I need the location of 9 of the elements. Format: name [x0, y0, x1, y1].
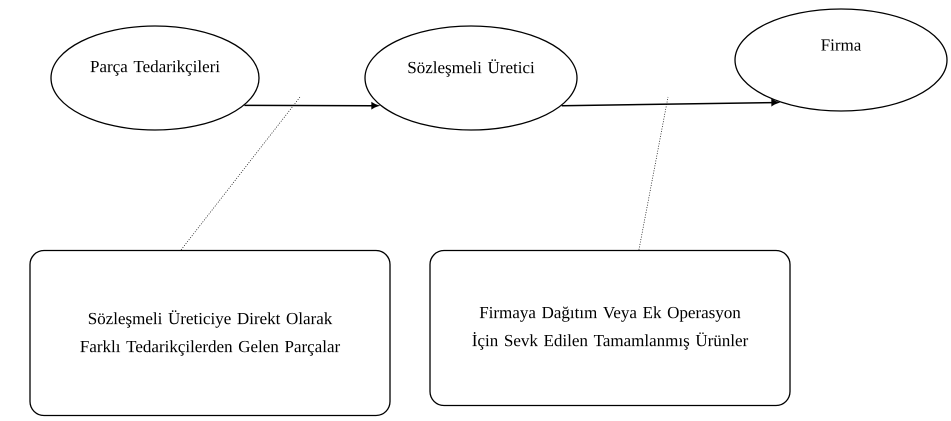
ellipse-node: Firma [734, 8, 948, 112]
process-box: Sözleşmeli Üreticiye Direkt Olarak Farklı Tedarikçilerden Gelen Parçalar [29, 250, 391, 416]
process-box: Firmaya Dağıtım Veya Ek Operasyon İçin Sevk Edilen Tamamlanmış Ürünler [429, 250, 791, 406]
arrow [244, 102, 378, 110]
leader-line [638, 96, 668, 250]
ellipse-node: Parça Tedarikçileri [50, 25, 260, 131]
arrow [562, 99, 778, 106]
ellipse-node: Sözleşmeli Üretici [364, 25, 578, 131]
leader-line [180, 96, 300, 250]
